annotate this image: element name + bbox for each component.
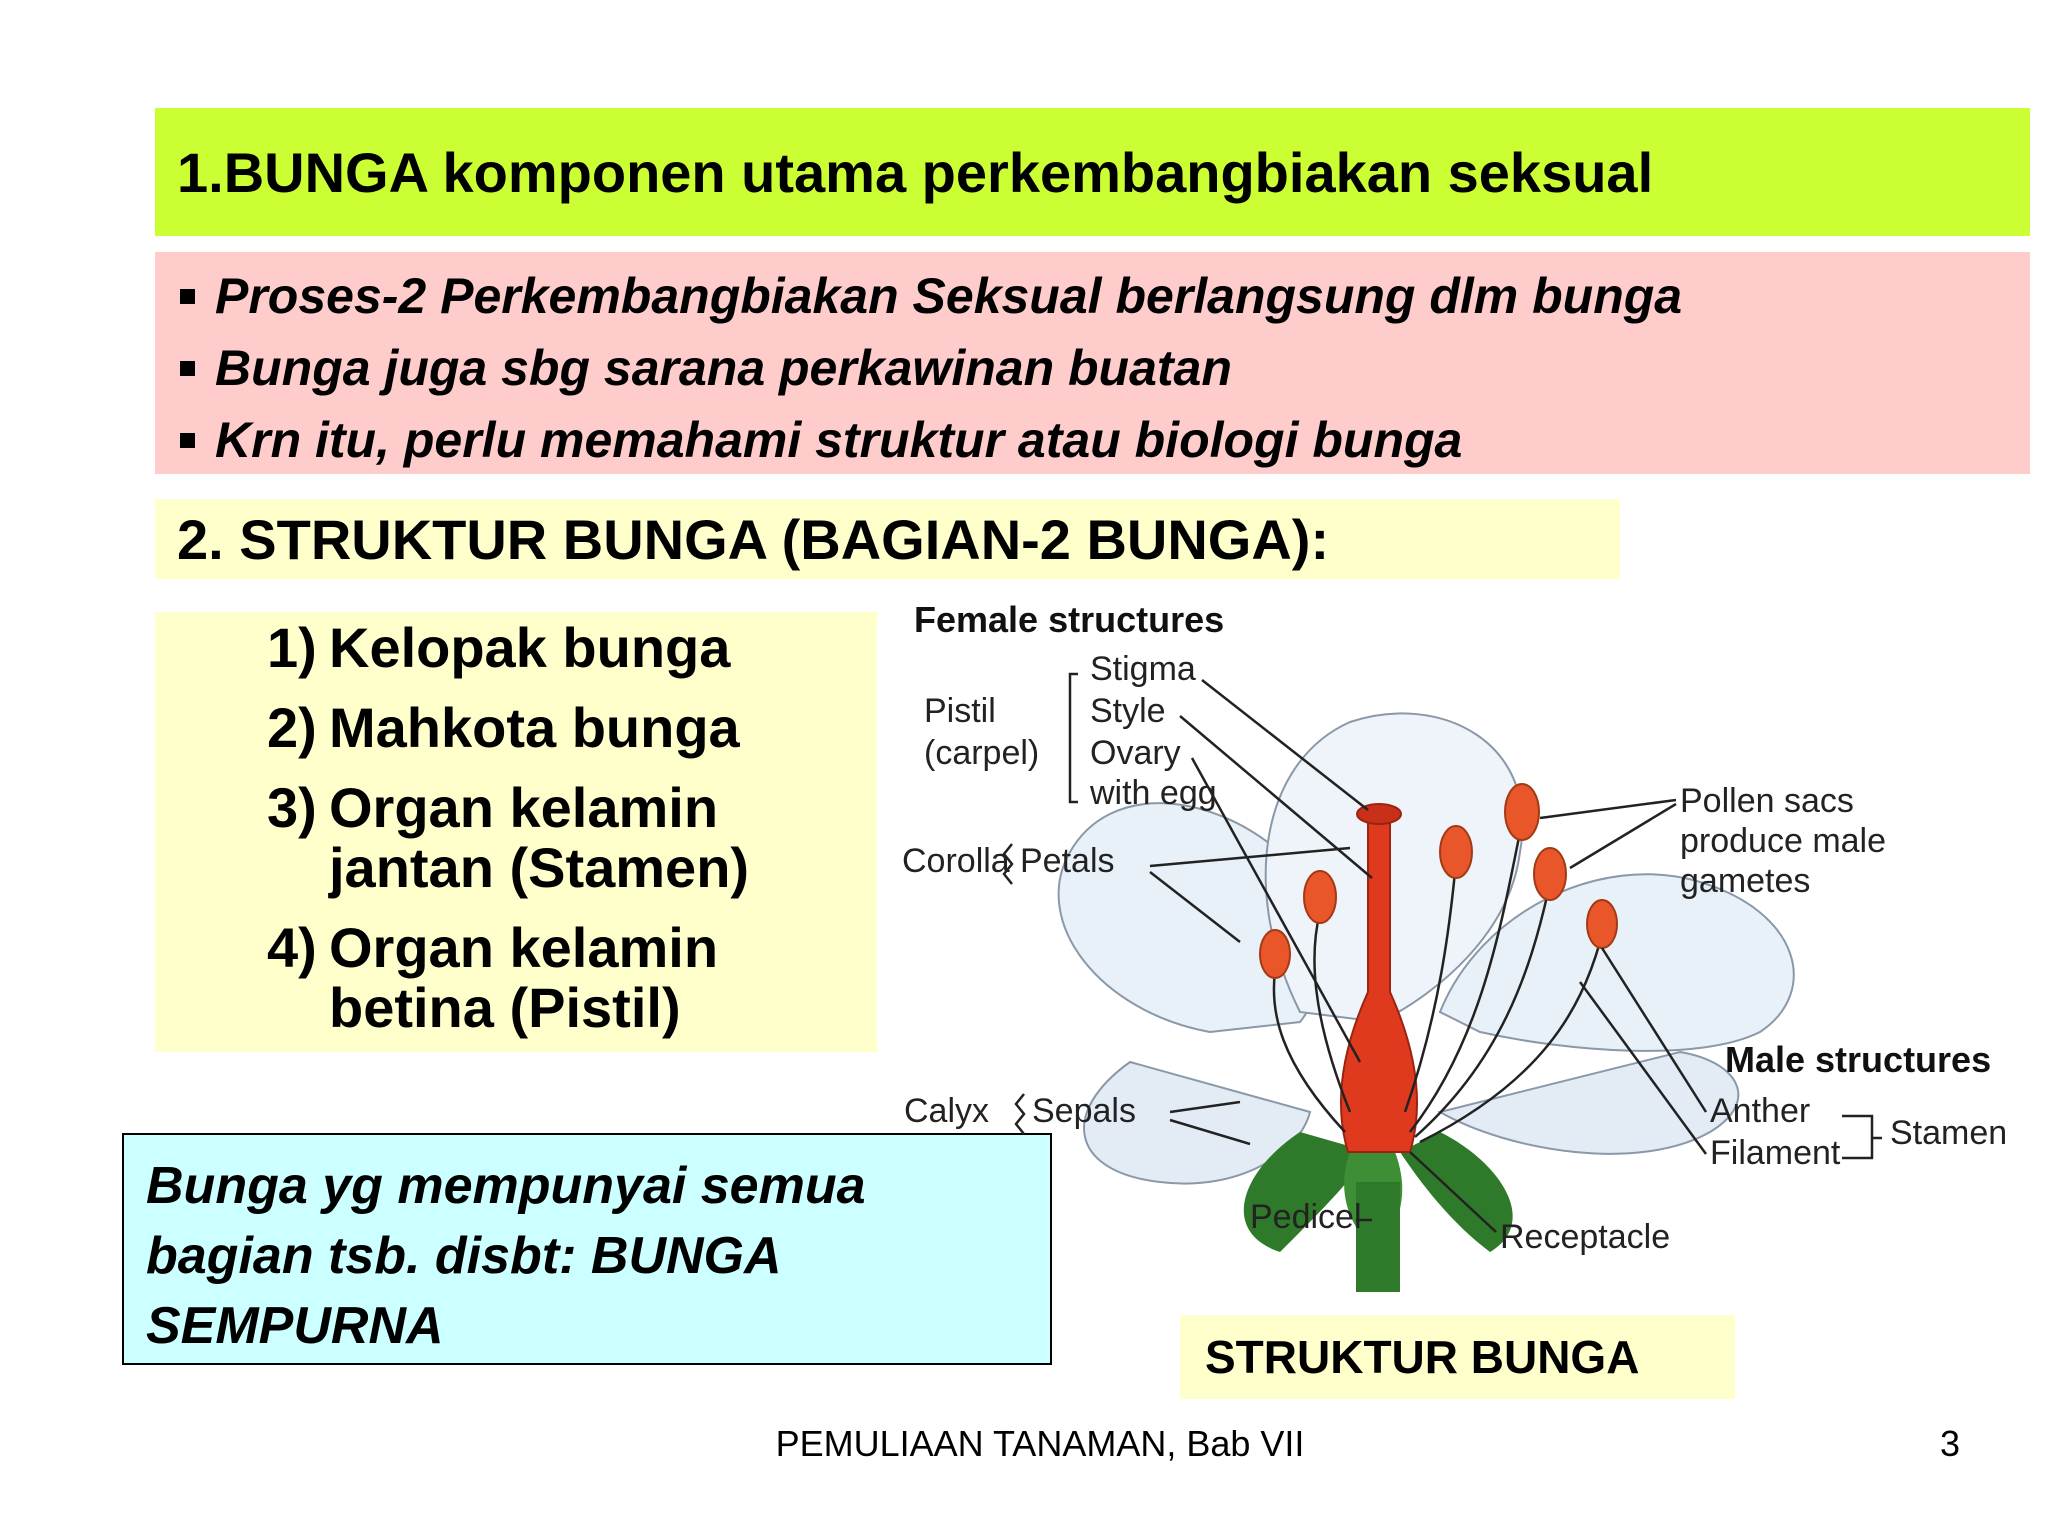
petals-shape bbox=[1057, 712, 1795, 1185]
list-number: 4) bbox=[267, 916, 317, 979]
receptacle-leader-line bbox=[1409, 1151, 1497, 1233]
list-item: 1) Kelopak bunga bbox=[267, 618, 877, 678]
corolla-brace bbox=[1002, 843, 1014, 885]
pollen-sacs-label-2: produce male bbox=[1680, 822, 1886, 860]
anther-label: Anther bbox=[1710, 1092, 1810, 1130]
pedicel-label: Pedicel bbox=[1250, 1198, 1362, 1236]
pollen-sacs-label-1: Pollen sacs bbox=[1680, 782, 1854, 820]
calyx-brace bbox=[1014, 1093, 1026, 1135]
bullet-text: Bunga juga sbg sarana perkawinan buatan bbox=[215, 340, 1232, 396]
carpel-label: (carpel) bbox=[924, 734, 1039, 772]
filament-leader-line bbox=[1578, 981, 1708, 1155]
petals-label: Petals bbox=[1020, 842, 1115, 880]
list-item-line: Kelopak bunga bbox=[329, 616, 731, 679]
sepals-leader-line-1 bbox=[1169, 1100, 1241, 1114]
list-item-line: jantan (Stamen) bbox=[329, 836, 750, 899]
bullet-item: Krn itu, perlu memahami struktur atau bi… bbox=[180, 404, 2030, 476]
receptacle-label: Receptacle bbox=[1500, 1218, 1670, 1256]
stigma-label: Stigma bbox=[1090, 650, 1196, 688]
list-item-line: Organ kelamin bbox=[329, 776, 719, 839]
bullet-text: Proses-2 Perkembangbiakan Seksual berlan… bbox=[215, 268, 1683, 324]
diagram-caption: STRUKTUR BUNGA bbox=[1205, 1331, 1640, 1383]
slide-footer: PEMULIAAN TANAMAN, Bab VII bbox=[775, 1423, 1305, 1464]
anther-leader-line bbox=[1600, 947, 1708, 1113]
note-line: bagian tsb. disbt: BUNGA bbox=[146, 1227, 782, 1285]
petals-leader-line-2 bbox=[1149, 871, 1241, 943]
note-text: Bunga yg mempunyai semua bagian tsb. dis… bbox=[146, 1151, 1050, 1361]
note-box: Bunga yg mempunyai semua bagian tsb. dis… bbox=[122, 1133, 1052, 1365]
stamen-bracket bbox=[1842, 1114, 1882, 1160]
ovary-label: Ovary bbox=[1090, 734, 1181, 772]
list-item-line: Organ kelamin bbox=[329, 916, 719, 979]
with-egg-label: with egg bbox=[1089, 774, 1217, 812]
stamen-label: Stamen bbox=[1890, 1114, 2007, 1152]
sepals-leader-line-2 bbox=[1169, 1118, 1251, 1146]
title-bar: 1.BUNGA komponen utama perkembangbiakan … bbox=[155, 108, 2030, 236]
bullet-item: Bunga juga sbg sarana perkawinan buatan bbox=[180, 332, 2030, 404]
list-number: 1) bbox=[267, 616, 317, 679]
female-structures-label: Female structures bbox=[914, 599, 1224, 640]
pistil-label: Pistil bbox=[924, 692, 996, 730]
list-item-text: Mahkota bunga bbox=[329, 698, 740, 758]
filament-label: Filament bbox=[1710, 1134, 1841, 1172]
male-structures-label: Male structures bbox=[1725, 1039, 1991, 1080]
flower-structure-diagram: Female structures Stigma Style Ovary wit… bbox=[902, 599, 2007, 1292]
bullet-item: Proses-2 Perkembangbiakan Seksual berlan… bbox=[180, 260, 2030, 332]
list-item-line: betina (Pistil) bbox=[329, 976, 681, 1039]
list-number: 3) bbox=[267, 776, 317, 839]
list-item: 2) Mahkota bunga bbox=[267, 698, 877, 758]
pollen-sacs-label-3: gametes bbox=[1680, 862, 1810, 900]
style-leader-line bbox=[1179, 715, 1373, 879]
bullet-text: Krn itu, perlu memahami struktur atau bi… bbox=[215, 412, 1463, 468]
stigma-leader-line bbox=[1201, 679, 1369, 811]
section2-bar: 2. STRUKTUR BUNGA (BAGIAN-2 BUNGA): bbox=[155, 499, 1620, 579]
pedicel-stem bbox=[1356, 1182, 1400, 1292]
calyx-label: Calyx bbox=[904, 1092, 989, 1130]
diagram-caption-box: STRUKTUR BUNGA bbox=[1180, 1315, 1735, 1399]
pistil-bracket bbox=[1068, 672, 1078, 804]
bullet-square-icon bbox=[180, 288, 195, 304]
bullet-square-icon bbox=[180, 432, 195, 448]
bullet-square-icon bbox=[180, 360, 195, 376]
stamens-shape bbox=[1259, 783, 1618, 1144]
ovary-leader-line bbox=[1190, 757, 1362, 1063]
list-item-text: Kelopak bunga bbox=[329, 618, 730, 678]
note-line: SEMPURNA bbox=[146, 1297, 444, 1355]
slide-title: 1.BUNGA komponen utama perkembangbiakan … bbox=[177, 140, 1654, 204]
pollen-leader-line-1 bbox=[1539, 798, 1677, 820]
pollen-leader-line-2 bbox=[1569, 802, 1677, 870]
style-label: Style bbox=[1090, 692, 1166, 730]
slide-page-number: 3 bbox=[1939, 1423, 1960, 1464]
list-item-line: Mahkota bunga bbox=[329, 696, 740, 759]
petals-leader-line-1 bbox=[1149, 846, 1351, 868]
corolla-label: Corolla bbox=[902, 842, 1010, 880]
list-number: 2) bbox=[267, 696, 317, 759]
note-line: Bunga yg mempunyai semua bbox=[146, 1157, 866, 1215]
sepals-label: Sepals bbox=[1032, 1092, 1136, 1130]
flower-parts-list: 1) Kelopak bunga 2) Mahkota bunga 3) Org… bbox=[155, 612, 877, 1052]
bullets-box: Proses-2 Perkembangbiakan Seksual berlan… bbox=[155, 252, 2030, 474]
section2-title: 2. STRUKTUR BUNGA (BAGIAN-2 BUNGA): bbox=[177, 507, 1330, 571]
